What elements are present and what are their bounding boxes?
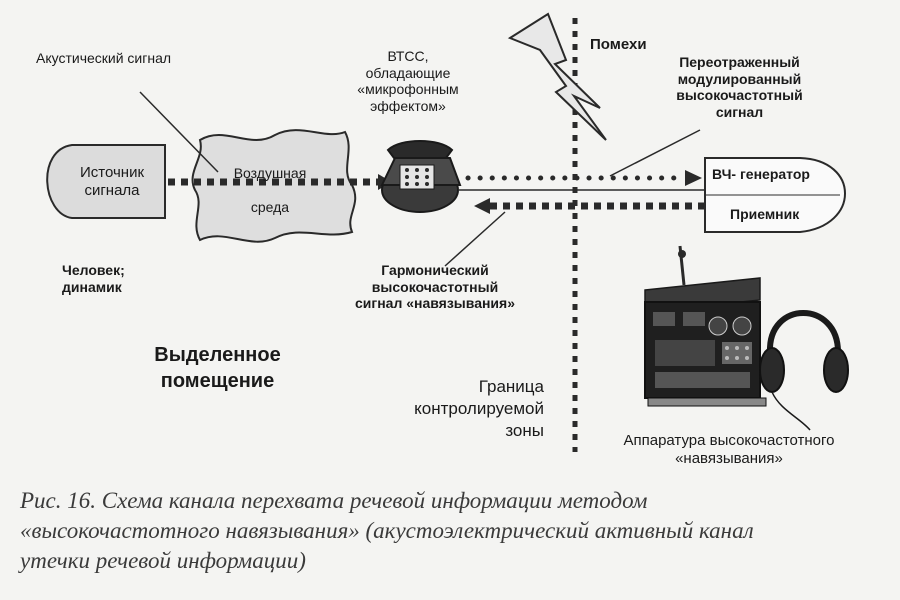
person-speaker-label: Человек; динамик — [62, 262, 125, 295]
btss-line3: «микрофонным — [357, 81, 459, 98]
harmonic-line2: высокочастотный — [371, 278, 499, 295]
zone-line1: Граница — [478, 377, 544, 396]
air-medium-label: Воздушная среда — [220, 156, 320, 224]
allocated-room-label: Выделенное помещение — [130, 342, 305, 394]
person-line2: динамик — [62, 278, 122, 295]
caption-line2: «высокочастотного навязывания» (акустоэл… — [20, 518, 754, 543]
harmonic-arrow-head — [474, 198, 490, 214]
btss-label: ВТСС, обладающие «микрофонным эффектом» — [348, 48, 468, 114]
equipment-line2: «навязывания» — [675, 449, 783, 467]
harmonic-line3: сигнал «навязывания» — [354, 295, 515, 312]
rereflected-signal-label: Переотраженный модулированный высокочаст… — [672, 54, 807, 120]
signal-source-label: Источник сигнала — [62, 164, 162, 199]
interference-label: Помехи — [590, 36, 647, 53]
air-line2: среда — [250, 199, 290, 215]
room-line1: Выделенное — [154, 344, 281, 366]
source-line1: Источник — [79, 164, 145, 181]
caption-line1: Рис. 16. Схема канала перехвата речевой … — [20, 488, 648, 513]
air-line1: Воздушная — [233, 165, 307, 181]
rereflected-line1: Переотраженный — [679, 54, 800, 70]
caption-line3: утечки речевой информации) — [20, 548, 306, 573]
air-medium-shape — [191, 129, 357, 243]
receiver-label: Приемник — [730, 206, 800, 222]
telephone-icon — [380, 140, 462, 213]
equipment-line1: Аппаратура высокочастотного — [623, 432, 835, 449]
zone-line2: контролируемой — [414, 399, 544, 418]
btss-line4: эффектом» — [370, 97, 446, 114]
headphones-icon — [759, 310, 849, 431]
btss-line1: ВТСС, — [387, 48, 429, 64]
harmonic-line1: Гармонический — [381, 262, 489, 278]
figure-caption: Рис. 16. Схема канала перехвата речевой … — [20, 486, 890, 576]
rereflected-line2: модулированный — [677, 70, 802, 87]
equipment-label: Аппаратура высокочастотного «навязывания… — [584, 432, 874, 467]
acoustic-label-pointer — [139, 91, 219, 173]
harmonic-label-pointer — [444, 211, 506, 267]
room-line2: помещение — [160, 370, 275, 392]
rereflected-line4: сигнал — [715, 103, 764, 120]
acoustic-signal-label: Акустический сигнал — [36, 50, 172, 66]
generator-label: ВЧ- генератор — [712, 166, 810, 182]
source-line2: сигнала — [84, 181, 140, 199]
zone-line3: зоны — [505, 421, 544, 440]
controlled-zone-label: Граница контролируемой зоны — [404, 376, 544, 442]
hf-equipment-device — [644, 245, 767, 407]
rereflected-label-pointer — [609, 129, 701, 177]
harmonic-signal-label: Гармонический высокочастотный сигнал «на… — [340, 262, 530, 312]
rereflected-arrow-head — [685, 170, 702, 186]
signal-source-shape — [46, 144, 166, 219]
lightning-icon — [507, 12, 607, 141]
person-line1: Человек; — [62, 262, 125, 278]
rereflected-line3: высокочастотный — [676, 87, 803, 104]
btss-line2: обладающие — [365, 64, 451, 81]
